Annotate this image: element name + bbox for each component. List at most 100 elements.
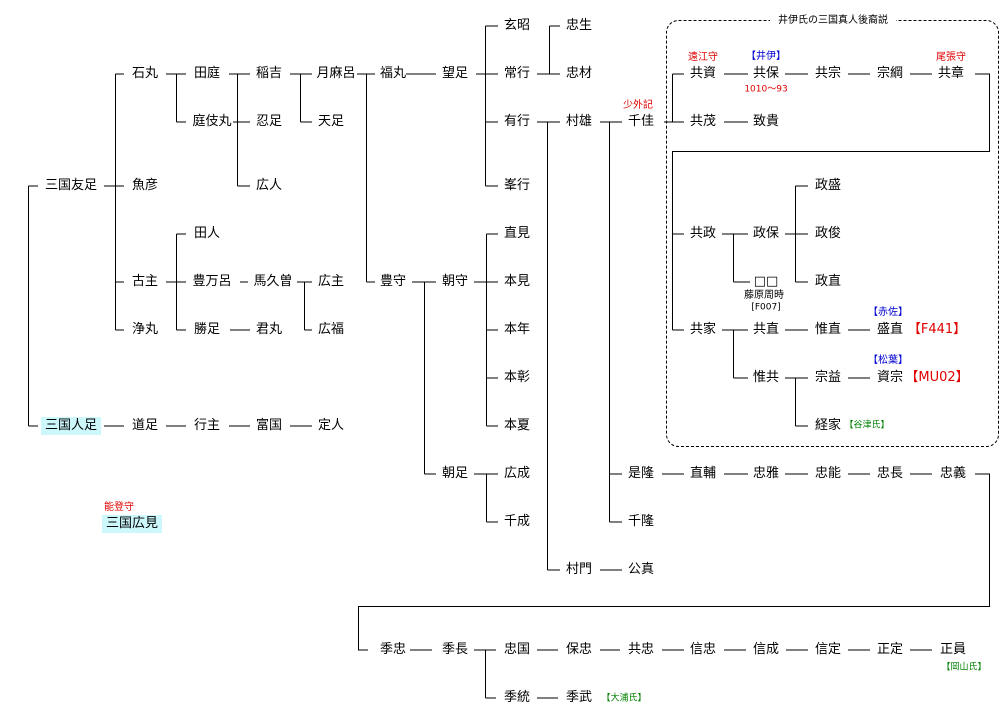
- person-sukemune[interactable]: 資宗: [876, 370, 904, 385]
- person-unknown[interactable]: □□: [753, 274, 779, 289]
- person-morinao[interactable]: 盛直: [876, 322, 904, 337]
- person-oshitari[interactable]: 忍足: [255, 114, 283, 129]
- person-hirofuku[interactable]: 広福: [317, 322, 345, 337]
- note-f007: [F007]: [751, 302, 781, 313]
- person-korotaka[interactable]: 是隆: [627, 466, 655, 481]
- person-tadanaga[interactable]: 忠長: [876, 466, 904, 481]
- person-tsuneie[interactable]: 経家: [814, 418, 842, 433]
- person-hiromi[interactable]: 三国広見: [101, 515, 163, 533]
- person-munetsuna[interactable]: 宗綱: [876, 66, 904, 81]
- person-taito[interactable]: 田人: [193, 226, 221, 241]
- person-tomomune[interactable]: 共宗: [814, 66, 842, 81]
- person-hitotari[interactable]: 三国人足: [40, 417, 102, 435]
- person-nobunari[interactable]: 信成: [752, 642, 780, 657]
- person-muneyoshi[interactable]: 宗益: [814, 370, 842, 385]
- person-yukinushi[interactable]: 行主: [193, 418, 221, 433]
- note-noto: 能登守: [104, 502, 134, 513]
- person-masasada[interactable]: 正定: [876, 642, 904, 657]
- person-tomomasa[interactable]: 共政: [689, 226, 717, 241]
- person-tomoshige[interactable]: 共茂: [689, 114, 717, 129]
- person-motonen[interactable]: 本年: [503, 322, 531, 337]
- person-motonatsu[interactable]: 本夏: [503, 418, 531, 433]
- person-nobutada[interactable]: 信忠: [689, 642, 717, 657]
- line-toyomori: [412, 281, 436, 475]
- person-kimizane[interactable]: 公真: [627, 562, 655, 577]
- person-murakado[interactable]: 村門: [565, 562, 593, 577]
- person-tsukimaro[interactable]: 月麻呂: [316, 66, 356, 81]
- person-tomonao[interactable]: 共直: [752, 322, 780, 337]
- person-katsutari[interactable]: 勝足: [193, 322, 221, 337]
- person-muraoo[interactable]: 村雄: [565, 114, 593, 129]
- line-korotaka-chain: [358, 473, 990, 651]
- person-tomoyasu[interactable]: 共保: [752, 66, 780, 81]
- person-tsuneyuki[interactable]: 常行: [503, 66, 531, 81]
- person-tadamasa[interactable]: 忠雅: [752, 466, 780, 481]
- line-inayoshi: [290, 73, 312, 123]
- person-jomaru[interactable]: 浄丸: [131, 322, 159, 337]
- person-taniwa[interactable]: 田庭: [193, 66, 221, 81]
- person-amatari[interactable]: 天足: [317, 114, 345, 129]
- person-ariyuki[interactable]: 有行: [503, 114, 531, 129]
- person-inayoshi[interactable]: 稲吉: [255, 66, 283, 81]
- person-toyomori[interactable]: 豊守: [379, 274, 407, 289]
- person-chinari[interactable]: 千成: [503, 514, 531, 529]
- person-suetada[interactable]: 季忠: [379, 642, 407, 657]
- person-toyomaro[interactable]: 豊万呂: [192, 274, 232, 289]
- person-hironushi[interactable]: 広主: [317, 274, 345, 289]
- person-nobusada[interactable]: 信定: [814, 642, 842, 657]
- person-masanao[interactable]: 政直: [814, 274, 842, 289]
- person-tomosuke[interactable]: 共資: [689, 66, 717, 81]
- person-suetake[interactable]: 季武: [565, 690, 593, 705]
- person-mineyuki[interactable]: 峯行: [503, 178, 531, 193]
- person-masamori[interactable]: 政盛: [814, 178, 842, 193]
- person-tomotada[interactable]: 共忠: [627, 642, 655, 657]
- note-oura: 【大浦氏】: [601, 693, 647, 704]
- person-korenao[interactable]: 惟直: [814, 322, 842, 337]
- person-tadayoshi[interactable]: 忠能: [814, 466, 842, 481]
- person-motomi[interactable]: 本見: [503, 274, 531, 289]
- person-tadaki[interactable]: 忠材: [565, 66, 593, 81]
- person-kimimaru[interactable]: 君丸: [255, 322, 283, 337]
- person-motoaki[interactable]: 本彰: [503, 370, 531, 385]
- person-masakazu[interactable]: 正員: [939, 642, 967, 657]
- person-tomotari[interactable]: 三国友足: [44, 178, 98, 193]
- line-taniwa: [229, 73, 250, 187]
- person-suemune[interactable]: 季統: [503, 690, 531, 705]
- person-masayasu[interactable]: 政保: [752, 226, 780, 241]
- line-komushi: [166, 233, 186, 331]
- person-hirohito[interactable]: 広人: [255, 178, 283, 193]
- person-koretomo[interactable]: 惟共: [752, 370, 780, 385]
- person-genshou[interactable]: 玄昭: [503, 18, 531, 33]
- person-hironari[interactable]: 広成: [503, 466, 531, 481]
- person-munetaka[interactable]: 致貴: [752, 114, 780, 129]
- note-totomi: 遠江守: [688, 52, 718, 63]
- person-tadayoshi2[interactable]: 忠義: [939, 466, 967, 481]
- person-fukumaru[interactable]: 福丸: [379, 66, 407, 81]
- person-uohiko[interactable]: 魚彦: [131, 178, 159, 193]
- person-tadakuni[interactable]: 忠国: [503, 642, 531, 657]
- person-tadao[interactable]: 忠生: [565, 18, 593, 33]
- person-tomoaki[interactable]: 共章: [937, 66, 965, 81]
- person-yasutada[interactable]: 保忠: [565, 642, 593, 657]
- person-makuso[interactable]: 馬久曽: [253, 274, 293, 289]
- person-tomikuni[interactable]: 富国: [255, 418, 283, 433]
- person-asamori[interactable]: 朝守: [441, 274, 469, 289]
- line-suenaga: [410, 649, 496, 699]
- person-asatari[interactable]: 朝足: [441, 466, 469, 481]
- note-fujiwara: 藤原周時: [744, 290, 784, 301]
- person-ishimaru[interactable]: 石丸: [131, 66, 159, 81]
- person-sadahito[interactable]: 定人: [317, 418, 345, 433]
- person-michitari[interactable]: 道足: [131, 418, 159, 433]
- person-naomi[interactable]: 直見: [503, 226, 531, 241]
- person-naosuke[interactable]: 直輔: [689, 466, 717, 481]
- person-niwakimaru[interactable]: 庭伎丸: [192, 114, 232, 129]
- person-suenaga[interactable]: 季長: [441, 642, 469, 657]
- line-tomosuke-chain: [672, 73, 990, 331]
- person-mochitari[interactable]: 望足: [441, 66, 469, 81]
- person-tomoie[interactable]: 共家: [689, 322, 717, 337]
- person-komushi[interactable]: 古主: [131, 274, 159, 289]
- person-chiyoshi[interactable]: 千佳: [627, 114, 655, 129]
- person-masatoshi[interactable]: 政俊: [814, 226, 842, 241]
- note-okayama: 【岡山氏】: [941, 662, 987, 673]
- person-chitaka[interactable]: 千隆: [627, 514, 655, 529]
